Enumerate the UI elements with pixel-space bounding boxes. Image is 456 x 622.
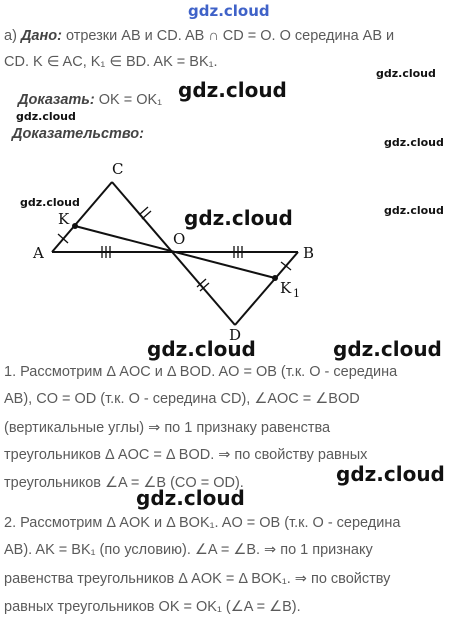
- prove-line: Доказать: OK = OK₁: [18, 91, 162, 109]
- watermark: gdz.cloud: [384, 204, 444, 217]
- tick-od: [199, 282, 210, 292]
- given-text-1: отрезки AB и CD. AB ∩ CD = O. O середина…: [65, 28, 395, 44]
- label-k1: K: [280, 279, 292, 297]
- label-a: A: [32, 244, 44, 262]
- step-2-line: 2. Рассмотрим Δ AOK и Δ BOK₁. AO = OB (т…: [4, 515, 401, 531]
- watermark: gdz.cloud: [136, 486, 245, 510]
- tick-co: [138, 206, 149, 216]
- step-1-line: AB), CO = OD (т.к. О - середина CD), ∠AO…: [4, 391, 360, 407]
- given-line-2: CD. K ∈ AC, K₁ ∈ BD. AK = BK₁.: [4, 54, 218, 70]
- tick-co: [141, 210, 152, 220]
- tick-ak: [57, 233, 69, 244]
- label-o: O: [173, 230, 185, 248]
- prove-statement: OK = OK₁: [98, 92, 163, 108]
- segment-bd: [234, 251, 299, 326]
- watermark: gdz.cloud: [384, 136, 444, 149]
- point-k1: [272, 275, 278, 281]
- watermark: gdz.cloud: [184, 206, 293, 230]
- watermark: gdz.cloud: [20, 196, 80, 209]
- step-2-line: равенства треугольников Δ AOK = Δ BOK₁. …: [4, 571, 391, 587]
- watermark: gdz.cloud: [336, 462, 445, 486]
- label-k1-sub: 1: [293, 287, 300, 300]
- part-label: а): [4, 28, 17, 44]
- watermark: gdz.cloud: [16, 110, 76, 123]
- label-b: B: [303, 244, 314, 262]
- watermark: gdz.cloud: [333, 337, 442, 361]
- proof-label: Доказательство:: [12, 126, 144, 142]
- label-c: C: [112, 160, 123, 178]
- label-k: K: [58, 210, 70, 228]
- watermark: gdz.cloud: [147, 337, 256, 361]
- step-1-line: 1. Рассмотрим Δ AOC и Δ BOD. AO = OB (т.…: [4, 364, 398, 380]
- point-k: [72, 223, 78, 229]
- tick-bk1: [280, 261, 292, 271]
- given-line-1: а) Дано: отрезки AB и CD. AB ∩ CD = O. O…: [4, 27, 394, 45]
- segment-kk1: [74, 225, 276, 279]
- watermark-top[interactable]: gdz.cloud: [188, 2, 270, 20]
- step-2-line: равных треугольников OK = OK₁ (∠A = ∠B).: [4, 599, 301, 615]
- given-label: Дано:: [20, 28, 62, 44]
- watermark: gdz.cloud: [376, 67, 436, 80]
- step-1-line: (вертикальные углы) ⇒ по 1 признаку раве…: [4, 420, 331, 436]
- tick-od: [196, 278, 207, 288]
- segment-cd: [111, 181, 236, 326]
- segment-ac: [51, 181, 113, 253]
- step-1-line: треугольников ∠A = ∠B (CO = OD).: [4, 475, 244, 491]
- step-1-line: треугольников Δ AOC = Δ BOD. ⇒ по свойст…: [4, 447, 368, 463]
- watermark: gdz.cloud: [178, 78, 287, 102]
- label-d: D: [229, 326, 241, 344]
- prove-label: Доказать:: [18, 92, 95, 108]
- step-2-line: AB). AK = BK₁ (по условию). ∠A = ∠B. ⇒ п…: [4, 542, 373, 558]
